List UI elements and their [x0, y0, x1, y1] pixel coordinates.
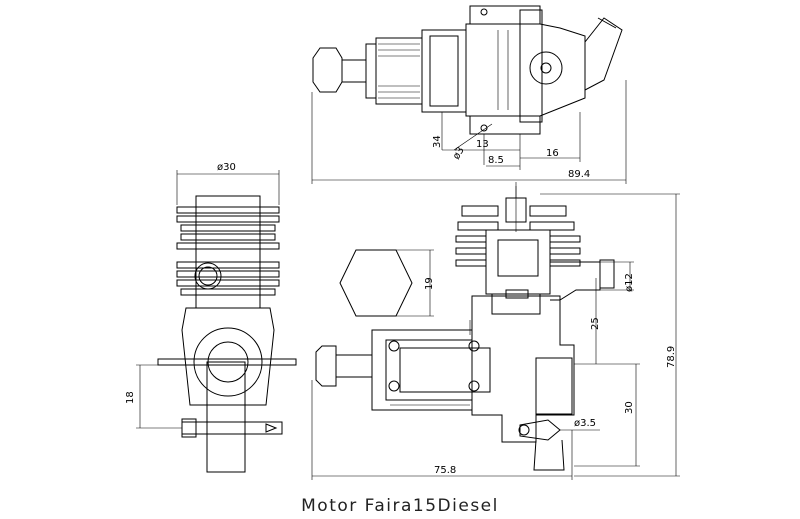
dim-89-4: 89.4	[568, 169, 590, 180]
dim-diameter-30: ø30	[217, 162, 236, 173]
dim-18: 18	[125, 391, 136, 404]
dimension-labels: ø30 34 ø3 13 8.5 16 89.4 19 ø12 25 78.9 …	[125, 135, 677, 476]
cooling-fins-side	[455, 205, 581, 267]
dim-19: 19	[424, 277, 435, 290]
dim-34: 34	[432, 135, 443, 148]
dim-8-5: 8.5	[488, 155, 504, 166]
dim-diameter-3-5: ø3.5	[574, 418, 596, 429]
dim-25: 25	[590, 317, 601, 330]
cooling-fins-front	[176, 206, 280, 296]
front-view	[136, 170, 297, 473]
dim-75-8: 75.8	[434, 465, 456, 476]
dim-16: 16	[546, 148, 559, 159]
dim-diameter-3: ø3	[451, 145, 467, 161]
dim-78-9: 78.9	[666, 346, 677, 368]
top-view	[311, 5, 627, 184]
dim-13: 13	[476, 139, 489, 150]
side-section-view	[311, 182, 680, 480]
hex-nut-view	[339, 249, 434, 317]
drawing-caption: Motor Faira15Diesel	[301, 496, 499, 516]
dim-30: 30	[624, 401, 635, 414]
dim-diameter-12: ø12	[624, 273, 635, 292]
